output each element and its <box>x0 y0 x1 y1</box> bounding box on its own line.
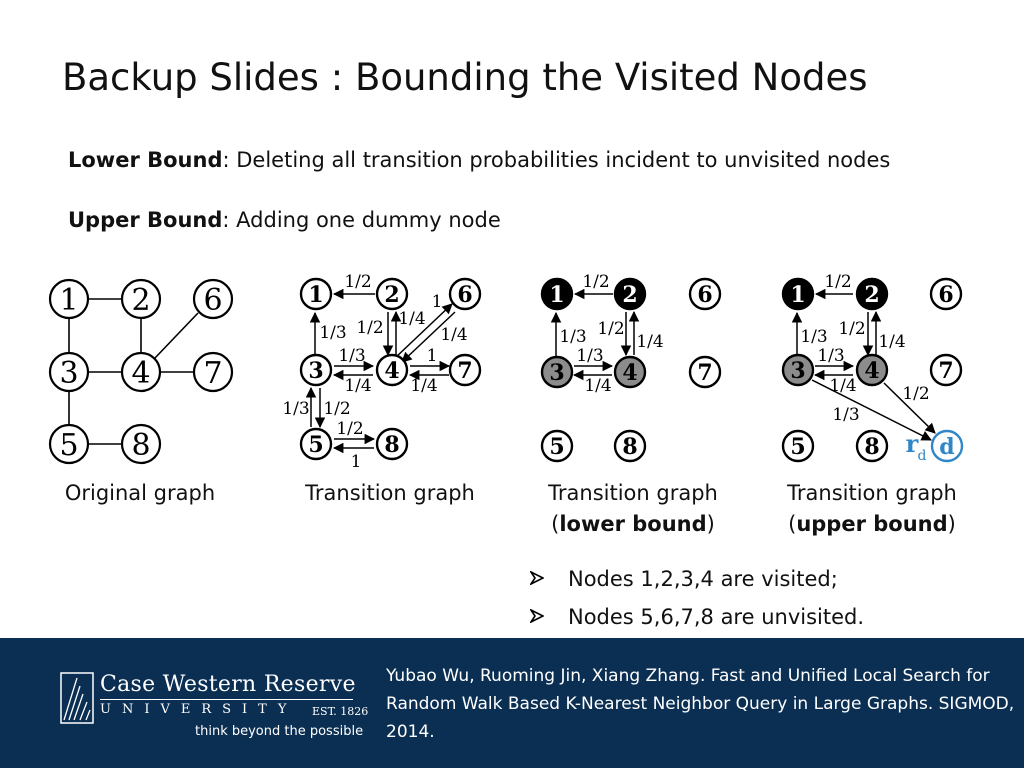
g3-prob: 1/3 <box>559 327 586 347</box>
lower-bound-graph: 1 2 6 3 4 7 5 8 1/2 1/3 1/2 1/4 1/3 1/4 <box>540 272 722 463</box>
g2-prob: 1/4 <box>344 376 371 396</box>
g2-prob: 1 <box>432 292 443 312</box>
g2-node-7: 7 <box>457 358 472 384</box>
bullet-item: Nodes 5,6,7,8 are unvisited. <box>528 598 864 636</box>
g2-prob: 1/2 <box>344 272 371 292</box>
g3-prob: 1/2 <box>597 319 624 339</box>
g2-node-8: 8 <box>384 432 399 458</box>
caption-original-graph: Original graph <box>64 481 216 505</box>
g1-node-2: 2 <box>131 283 150 318</box>
g2-prob: 1/3 <box>319 323 346 343</box>
g4-prob: 1/2 <box>838 319 865 339</box>
upper-bound-label: Upper Bound <box>68 208 223 232</box>
g2-prob: 1 <box>427 346 438 366</box>
bullet-item: Nodes 1,2,3,4 are visited; <box>528 560 864 598</box>
g1-node-5: 5 <box>59 428 78 463</box>
g4-prob: 1/4 <box>829 376 856 396</box>
g3-prob: 1/2 <box>582 272 609 292</box>
g4-prob: 1/2 <box>902 384 929 404</box>
g4-prob: 1/3 <box>817 346 844 366</box>
g2-prob: 1/3 <box>282 399 309 419</box>
g3-node-6: 6 <box>697 282 712 308</box>
g2-node-3: 3 <box>308 358 323 384</box>
g2-prob: 1 <box>351 452 362 472</box>
g1-node-6: 6 <box>203 283 222 318</box>
g2-node-2: 2 <box>384 282 399 308</box>
g2-prob: 1/2 <box>336 419 363 439</box>
g4-rd-subscript: d <box>918 448 927 464</box>
citation-text: Yubao Wu, Ruoming Jin, Xiang Zhang. Fast… <box>386 666 1015 742</box>
g4-node-7: 7 <box>938 358 953 384</box>
g1-node-7: 7 <box>203 356 222 391</box>
g3-node-5: 5 <box>549 434 564 460</box>
g2-prob: 1/3 <box>338 346 365 366</box>
caption-lower-line2: (lower bound) <box>551 512 715 536</box>
g4-prob: 1/3 <box>800 327 827 347</box>
g3-node-2: 2 <box>622 282 637 308</box>
g4-node-4: 4 <box>864 358 879 384</box>
logo-est: EST. 1826 <box>312 705 369 718</box>
logo-name: Case Western Reserve <box>100 672 356 697</box>
g2-node-5: 5 <box>308 432 323 458</box>
g2-node-6: 6 <box>457 282 472 308</box>
g3-node-1: 1 <box>549 282 564 308</box>
lower-bound-label: Lower Bound <box>68 148 223 172</box>
g3-node-8: 8 <box>622 434 637 460</box>
caption-lower-bound: Transition graph (lower bound) <box>533 478 733 540</box>
g1-node-8: 8 <box>131 428 150 463</box>
caption-upper-line1: Transition graph <box>787 481 957 505</box>
g3-prob: 1/4 <box>584 376 611 396</box>
g3-node-4: 4 <box>622 360 637 386</box>
caption-lower-line1: Transition graph <box>548 481 718 505</box>
upper-bound-text: : Adding one dummy node <box>222 208 501 232</box>
lower-bound-line: Lower Bound: Deleting all transition pro… <box>68 148 890 172</box>
upper-bound-line: Upper Bound: Adding one dummy node <box>68 208 501 232</box>
university-emblem-icon <box>60 672 94 724</box>
caption-upper-bound: Transition graph (upper bound) <box>772 478 972 540</box>
page-title: Backup Slides : Bounding the Visited Nod… <box>62 56 868 99</box>
g3-node-7: 7 <box>697 360 712 386</box>
bullet-list: Nodes 1,2,3,4 are visited; Nodes 5,6,7,8… <box>528 560 864 636</box>
g4-node-1: 1 <box>790 282 805 308</box>
transition-graph: 1 2 6 3 4 7 5 8 1/2 1/3 1/2 1/4 1 1/4 1/… <box>282 272 482 472</box>
g4-rd-label: r <box>906 429 919 458</box>
g3-node-3: 3 <box>549 360 564 386</box>
g4-node-3: 3 <box>790 358 805 384</box>
g2-node-4: 4 <box>384 358 399 384</box>
arrowhead-bullet-icon <box>528 569 568 589</box>
g3-prob: 1/4 <box>636 332 663 352</box>
logo-university: UNIVERSITY <box>100 702 298 717</box>
logo-tagline: think beyond the possible <box>195 724 364 739</box>
upper-bound-graph: 1 2 6 3 4 7 5 8 d r d 1/2 1/3 1/2 1/4 1/… <box>781 272 964 464</box>
g2-node-1: 1 <box>308 282 323 308</box>
graphs-diagram: 1 2 6 3 4 7 5 8 <box>48 272 964 472</box>
caption-transition-graph: Transition graph <box>305 481 475 505</box>
g4-prob: 1/4 <box>878 332 905 352</box>
g4-node-6: 6 <box>938 282 953 308</box>
g2-prob: 1/2 <box>323 399 350 419</box>
g2-prob: 1/4 <box>398 309 425 329</box>
g2-prob: 1/4 <box>440 325 467 345</box>
original-graph: 1 2 6 3 4 7 5 8 <box>48 278 234 465</box>
g3-prob: 1/3 <box>576 346 603 366</box>
arrowhead-bullet-icon <box>528 607 568 627</box>
g4-node-5: 5 <box>790 434 805 460</box>
g4-node-dummy: d <box>939 434 954 460</box>
lower-bound-text: : Deleting all transition probabilities … <box>222 148 891 172</box>
g4-prob: 1/2 <box>824 272 851 292</box>
g1-node-4: 4 <box>131 356 150 391</box>
g4-node-8: 8 <box>864 434 879 460</box>
g4-node-2: 2 <box>864 282 879 308</box>
g1-node-3: 3 <box>59 356 78 391</box>
logo-rule <box>100 699 353 700</box>
g2-prob: 1/4 <box>410 376 437 396</box>
caption-upper-line2: (upper bound) <box>788 512 956 536</box>
g1-node-1: 1 <box>59 283 78 318</box>
footer-bar: Case Western Reserve UNIVERSITY EST. 182… <box>0 638 1024 768</box>
g4-prob: 1/3 <box>832 405 859 425</box>
g2-prob: 1/2 <box>356 318 383 338</box>
